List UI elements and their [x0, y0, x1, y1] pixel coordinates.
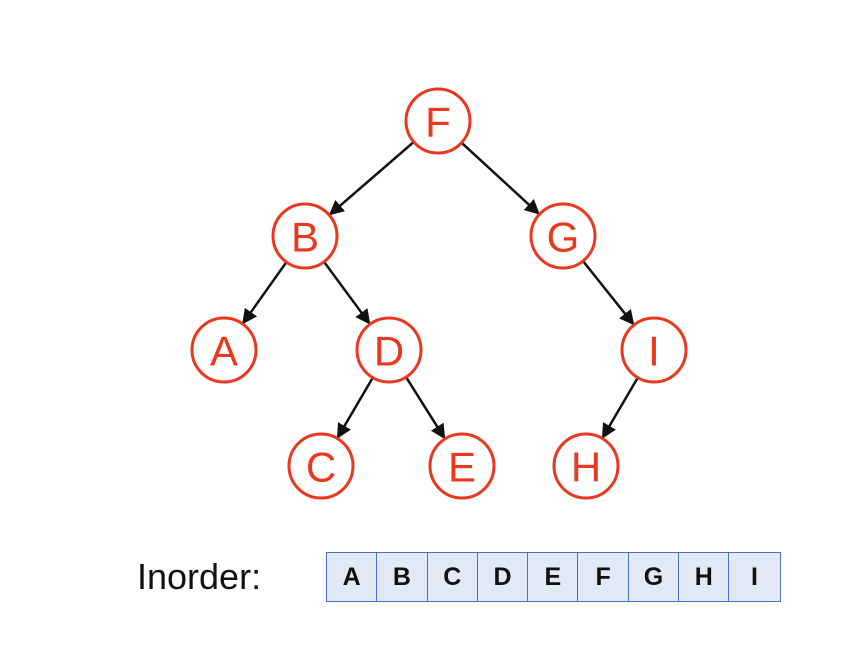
inorder-cell: C — [427, 553, 478, 601]
inorder-cell: H — [679, 553, 730, 601]
edge-f-b — [328, 140, 415, 216]
tree-node-d: D — [355, 316, 423, 384]
node-circle — [620, 316, 688, 384]
node-label: G — [547, 214, 580, 261]
tree-node-c: C — [287, 432, 355, 500]
edge-i-h — [601, 376, 639, 439]
inorder-cell: D — [477, 553, 529, 601]
node-circle — [190, 316, 258, 384]
tree-node-g: G — [529, 202, 597, 270]
node-label: C — [306, 444, 336, 491]
node-circle — [287, 432, 355, 500]
edge-f-g — [460, 141, 540, 215]
edge-b-a — [242, 261, 288, 325]
node-circle — [271, 202, 339, 270]
node-circle — [404, 87, 472, 155]
inorder-cell: A — [327, 553, 378, 601]
edges-layer — [242, 140, 639, 440]
inorder-cell: I — [729, 553, 780, 601]
edge-b-d — [322, 261, 371, 325]
inorder-cell: E — [528, 553, 579, 601]
inorder-cell: F — [578, 553, 629, 601]
inorder-cell: G — [628, 553, 680, 601]
edge-g-i — [581, 260, 635, 326]
node-circle — [552, 432, 620, 500]
tree-node-f: F — [404, 87, 472, 155]
tree-node-i: I — [620, 316, 688, 384]
node-label: A — [210, 328, 238, 375]
inorder-label: Inorder: — [137, 556, 262, 597]
node-circle — [529, 202, 597, 270]
tree-node-h: H — [552, 432, 620, 500]
node-label: I — [648, 328, 660, 375]
tree-node-e: E — [428, 432, 496, 500]
node-label: H — [571, 444, 601, 491]
node-label: D — [374, 328, 404, 375]
edge-d-c — [336, 376, 374, 439]
inorder-cell: B — [377, 553, 428, 601]
tree-node-b: B — [271, 202, 339, 270]
node-label: E — [448, 444, 476, 491]
node-circle — [428, 432, 496, 500]
nodes-layer: F B G A D I C E H — [190, 87, 688, 500]
node-circle — [355, 316, 423, 384]
node-label: B — [291, 214, 319, 261]
tree-node-a: A — [190, 316, 258, 384]
edge-d-e — [404, 376, 446, 440]
node-label: F — [425, 99, 451, 146]
